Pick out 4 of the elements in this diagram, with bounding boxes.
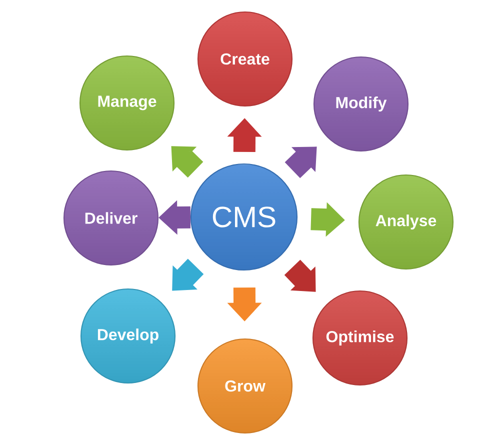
arrow	[284, 146, 317, 178]
arrow	[284, 260, 316, 292]
arrow	[171, 146, 204, 178]
arrow	[172, 258, 204, 291]
